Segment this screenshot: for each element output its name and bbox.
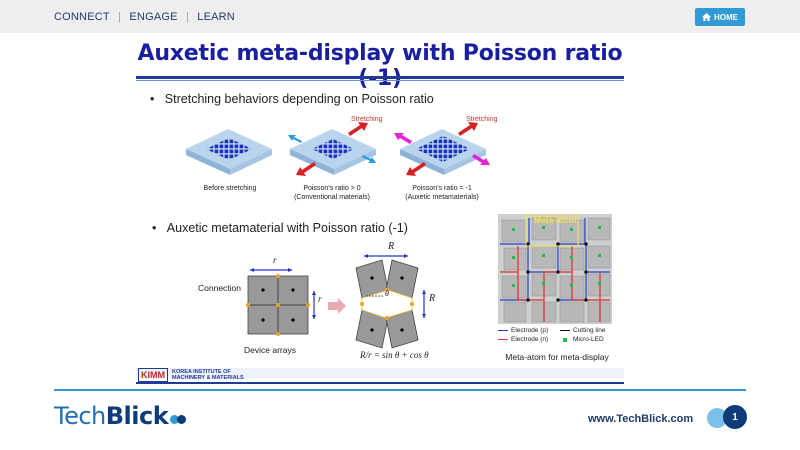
nav-separator: | [185,11,189,23]
techblick-logo[interactable]: TechBlick [54,402,187,430]
label-R-top: R [388,241,395,252]
bullet-auxetic: • Auxetic metamaterial with Poisson rati… [152,221,408,235]
label-connection: Connection [198,283,242,293]
meta-caption: Meta-atom for meta-display [505,352,609,362]
slide-footer-line [136,382,624,384]
caption-auxetic: Poisson’s ratio = -1(Auxetic metamateria… [405,185,479,201]
slide-title: Auxetic meta-display with Poisson ratio … [137,41,623,91]
meta-atom-figure [498,214,612,324]
legend-cutting-line: Cutting line [573,327,606,334]
top-bar: CONNECT | ENGAGE | LEARN HOME [0,0,800,33]
formula: R/r = sin θ + cos θ [360,350,429,360]
label-device-arrays: Device arrays [244,345,296,355]
nav-connect[interactable]: CONNECT [54,11,110,23]
meta-atom-label: Meta-atom [534,215,577,225]
stretching-label-conventional: Stretching [351,116,383,123]
legend-electrode-n: Electrode (n) [511,336,549,343]
stretching-illustrations [186,122,490,176]
page-number: 1 [723,405,747,429]
bullet-stretching: • Stretching behaviors depending on Pois… [150,92,434,106]
sheet-auxetic [394,122,490,176]
title-underline [136,76,624,79]
legend-electrode-p: Electrode (p) [511,327,549,334]
page-indicator-decoration [707,408,727,428]
nav-separator: | [118,11,122,23]
sheet-before-stretching [186,129,272,175]
home-icon [702,13,711,21]
nav-learn[interactable]: LEARN [197,11,235,23]
sheet-conventional [288,122,376,176]
footer-divider [54,389,746,391]
label-R-side: R [429,293,436,304]
auxetic-unit-diagram [246,254,426,349]
stretching-label-auxetic: Stretching [466,116,498,123]
legend-micro-led: Micro-LED [573,336,604,343]
footer-url[interactable]: www.TechBlick.com [588,413,694,425]
caption-before-stretching: Before stretching [203,185,257,192]
label-r-top: r [273,255,277,265]
title-underline-thin [136,80,624,81]
slide: Auxetic meta-display with Poisson ratio … [136,33,624,384]
slide-footer-band [136,368,624,378]
meta-legend: Electrode (p) Cutting line Electrode (n)… [498,326,618,344]
caption-conventional: Poisson’s ratio > 0(Conventional materia… [294,185,370,201]
label-r-side: r [318,294,322,304]
home-button[interactable]: HOME [695,8,745,26]
nav-engage[interactable]: ENGAGE [129,11,178,23]
label-theta: θ [385,291,389,298]
top-nav: CONNECT | ENGAGE | LEARN [54,11,235,23]
home-button-label: HOME [714,12,738,22]
